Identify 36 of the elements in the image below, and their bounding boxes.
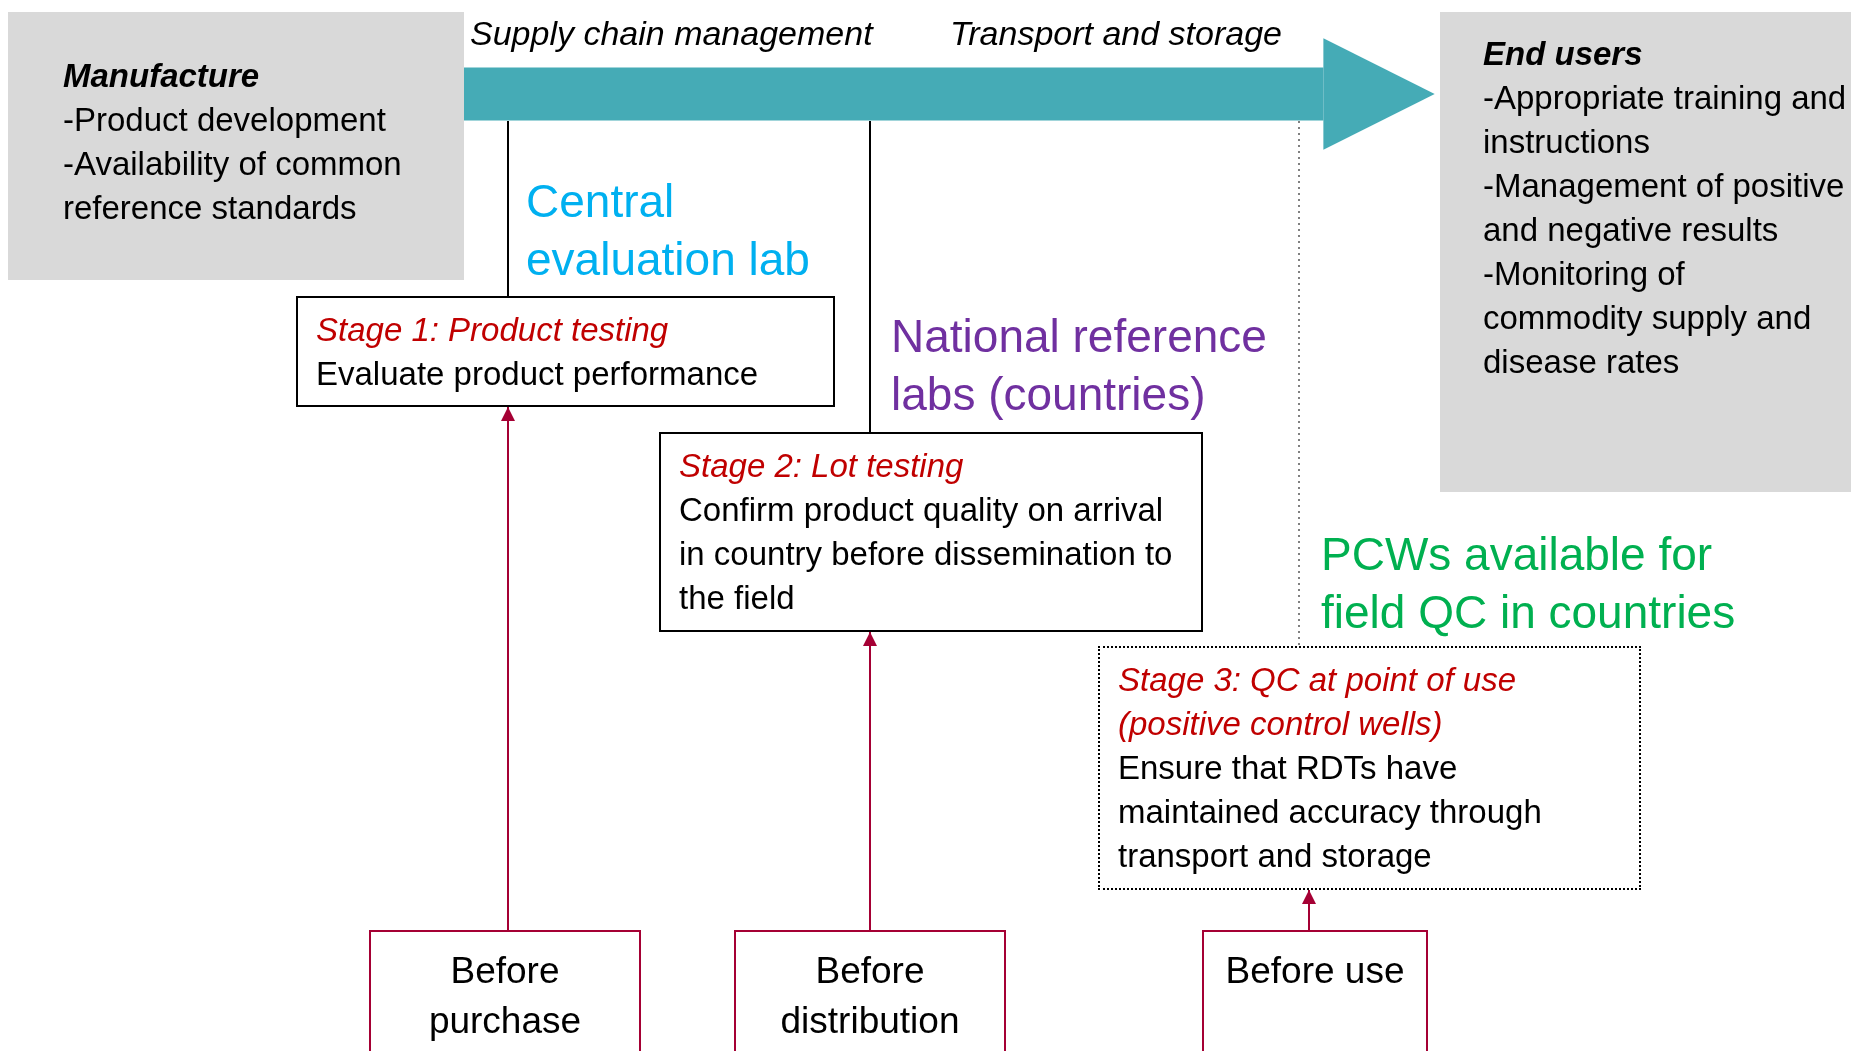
bullet-text: -Availability of common reference standards xyxy=(63,144,403,228)
info-panel xyxy=(1440,12,1851,492)
stage-description: Confirm product quality on arrival in country before dissemination to the field xyxy=(679,490,1174,618)
timing-label: Before distribution xyxy=(779,949,961,1043)
flow-arrow xyxy=(464,38,1435,150)
timing-box xyxy=(369,930,641,1051)
stage-box xyxy=(1098,646,1641,890)
lab-label: Central evaluation lab xyxy=(526,174,811,287)
stage-box xyxy=(659,432,1203,632)
panel-heading: End users xyxy=(1483,34,1644,74)
flow-label: Transport and storage xyxy=(950,13,1283,54)
connector-line xyxy=(507,120,509,297)
stage-description: Ensure that RDTs have maintained accuracy through transport and storage xyxy=(1118,748,1543,876)
stage-box xyxy=(296,296,835,407)
stage-heading: Stage 1: Product testing xyxy=(316,310,670,350)
bullet-text: -Appropriate training and instructions xyxy=(1483,78,1848,162)
arrow xyxy=(1302,889,1316,931)
timing-box xyxy=(1202,930,1428,1051)
arrow xyxy=(863,631,877,931)
stage-heading: Stage 3: QC at point of use (positive control wells) xyxy=(1118,660,1518,744)
bullet-text: -Management of positive and negative results xyxy=(1483,166,1846,250)
arrow xyxy=(501,406,515,931)
panel-heading: Manufacture xyxy=(63,56,261,96)
timing-label: Before purchase xyxy=(427,949,583,1043)
connector-line xyxy=(1298,120,1300,647)
lab-label: National reference labs (countries) xyxy=(891,309,1268,422)
flow-label: Supply chain management xyxy=(470,13,875,54)
stage-heading: Stage 2: Lot testing xyxy=(679,446,965,486)
info-panel xyxy=(8,12,464,280)
lab-label: PCWs available for field QC in countries xyxy=(1321,527,1737,640)
timing-label: Before use xyxy=(1224,949,1406,993)
connector-line xyxy=(869,120,871,433)
bullet-text: -Monitoring of commodity supply and disease rates xyxy=(1483,254,1813,382)
timing-box xyxy=(734,930,1006,1051)
bullet-text: -Product development xyxy=(63,100,387,140)
stage-description: Evaluate product performance xyxy=(316,354,760,394)
